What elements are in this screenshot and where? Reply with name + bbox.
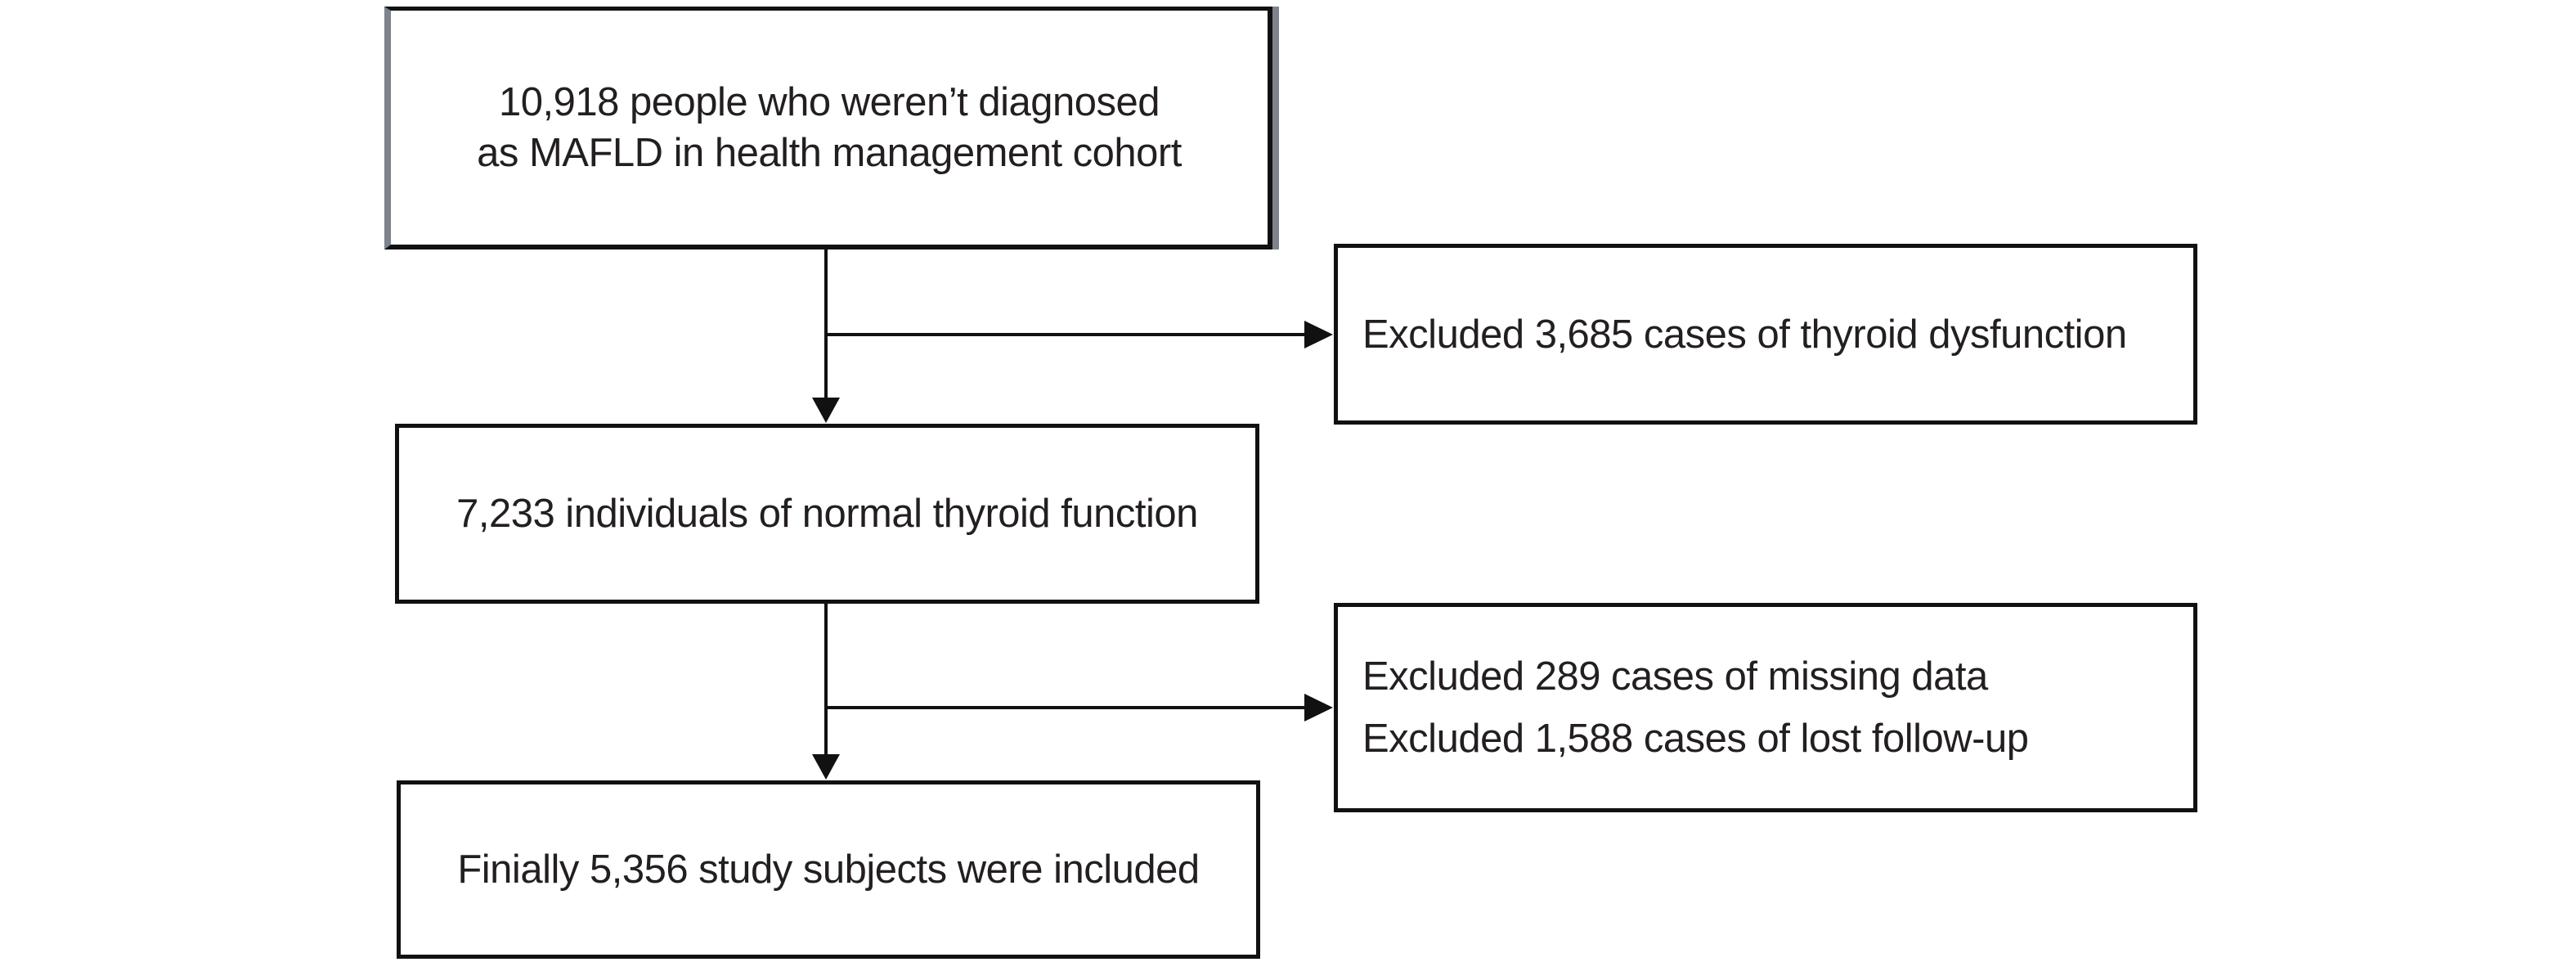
arrowhead-right-icon <box>1304 321 1333 348</box>
connector-initial-to-normal <box>824 249 828 401</box>
node-final-subjects: Finially 5,356 study subjects were inclu… <box>397 780 1260 959</box>
node-initial-cohort: 10,918 people who weren’t diagnosed as M… <box>384 7 1272 249</box>
excluded-followup-line-2: Excluded 1,588 cases of lost follow-up <box>1362 717 2029 761</box>
initial-cohort-line-2: as MAFLD in health management cohort <box>477 131 1182 175</box>
excluded-followup-line-1: Excluded 289 cases of missing data <box>1362 654 1988 699</box>
connector-branch-excluded-followup <box>826 706 1307 709</box>
node-normal-thyroid: 7,233 individuals of normal thyroid func… <box>395 424 1259 604</box>
arrowhead-right-icon <box>1304 694 1333 722</box>
arrowhead-down-icon <box>812 754 840 780</box>
excluded-thyroid-line-1: Excluded 3,685 cases of thyroid dysfunct… <box>1362 312 2127 357</box>
final-subjects-line-1: Finially 5,356 study subjects were inclu… <box>457 847 1200 892</box>
node-excluded-followup: Excluded 289 cases of missing data Exclu… <box>1334 603 2197 812</box>
normal-thyroid-line-1: 7,233 individuals of normal thyroid func… <box>456 492 1198 536</box>
connector-branch-excluded-thyroid <box>826 333 1307 336</box>
arrowhead-down-icon <box>812 398 840 423</box>
initial-cohort-line-1: 10,918 people who weren’t diagnosed <box>499 80 1160 124</box>
connector-normal-to-final <box>824 603 828 758</box>
node-excluded-thyroid: Excluded 3,685 cases of thyroid dysfunct… <box>1334 244 2197 425</box>
